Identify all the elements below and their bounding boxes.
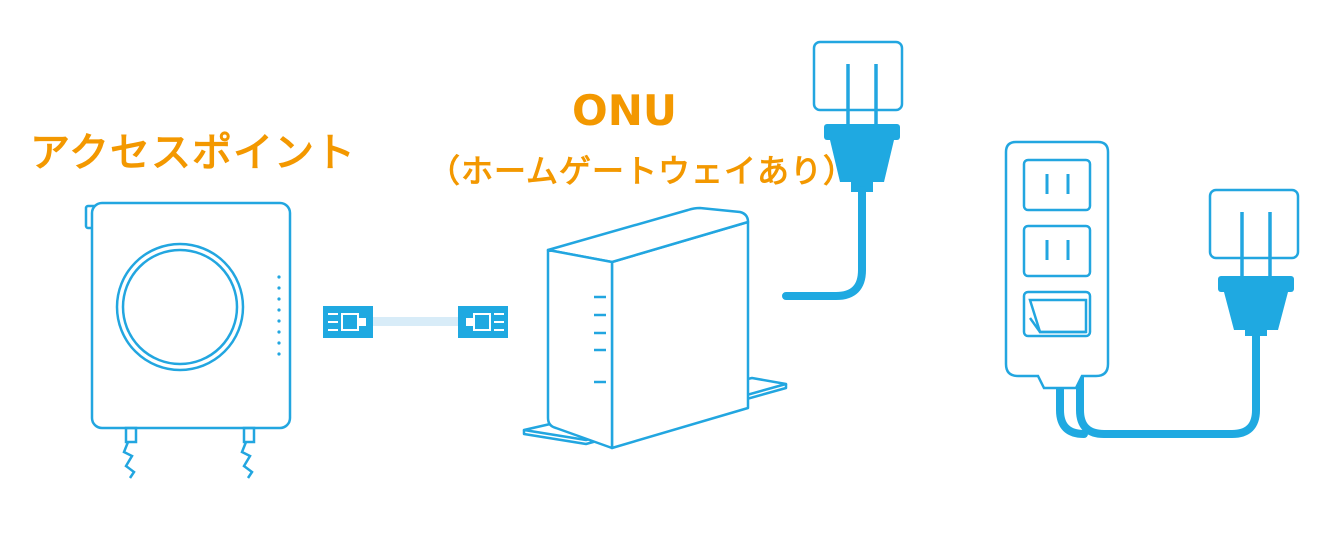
onu-leds	[594, 295, 606, 384]
lan-connector-icon	[458, 306, 508, 338]
wall-outlet-icon	[812, 40, 904, 112]
power-strip-socket-1	[1022, 158, 1092, 212]
access-point-leg-left	[122, 426, 138, 479]
onu-top	[546, 206, 750, 264]
access-point-ring-inner	[121, 248, 239, 366]
lan-connector-icon	[323, 306, 373, 338]
onu-label: ONU	[572, 86, 677, 135]
lan-cable-wire	[372, 317, 462, 326]
lan-cable	[323, 306, 508, 338]
onu-power-cord	[782, 186, 866, 300]
onu-router-device	[522, 206, 788, 450]
onu-sublabel: （ホームゲートウェイあり）	[428, 152, 857, 190]
access-point-leg-right	[240, 426, 256, 479]
wall-outlet-icon	[1208, 188, 1300, 260]
access-point-device	[84, 201, 292, 479]
access-point-label: アクセスポイント	[30, 130, 356, 176]
access-point-body	[90, 201, 292, 430]
power-strip-cord	[1076, 326, 1260, 438]
access-point-leds	[277, 275, 281, 356]
power-strip-socket-2	[1022, 224, 1092, 278]
power-plug-icon	[1218, 232, 1294, 336]
onu-front	[546, 248, 614, 450]
power-strip-cord-start	[1056, 372, 1088, 438]
onu-stand-edge	[522, 384, 788, 446]
access-point-ring-outer	[115, 242, 245, 372]
power-plug-icon	[824, 84, 900, 192]
power-strip-icon	[1004, 140, 1110, 390]
